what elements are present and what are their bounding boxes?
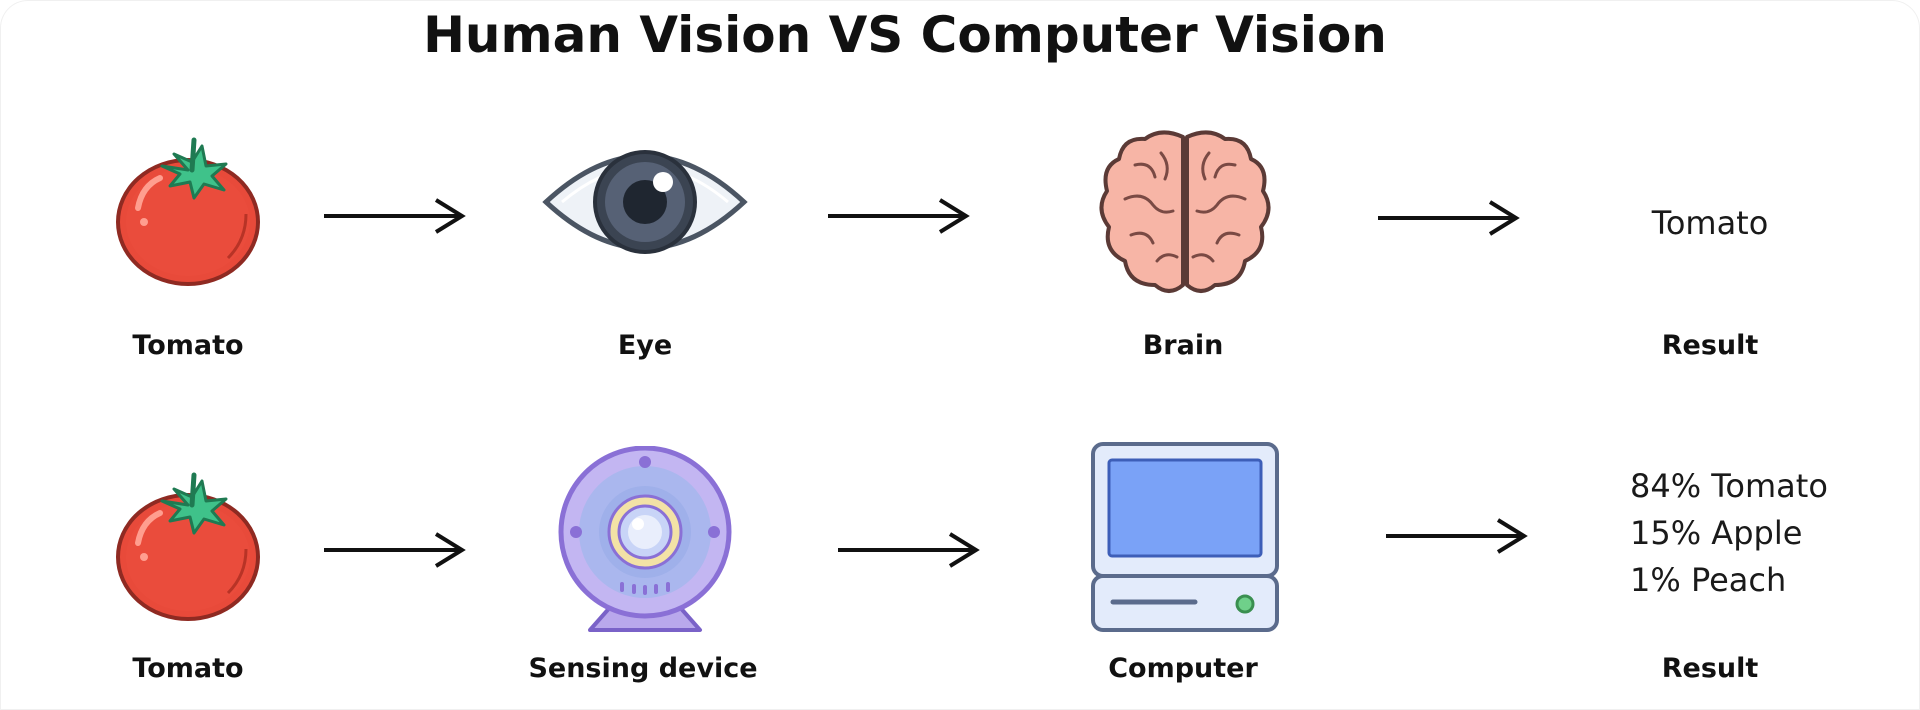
- result-line: 15% Apple: [1630, 514, 1803, 552]
- page-title: Human Vision VS Computer Vision: [423, 6, 1387, 64]
- arrow-right-icon: [324, 198, 466, 234]
- computer-step-sensing-device-label: Sensing device: [528, 653, 758, 684]
- computer-result-list: 84% Tomato 15% Apple 1% Peach: [1630, 463, 1828, 604]
- arrow-right-icon: [838, 532, 980, 568]
- arrow-right-icon: [1386, 518, 1528, 554]
- computer-step-computer-label: Computer: [1108, 653, 1258, 684]
- arrow-right-icon: [828, 198, 970, 234]
- computer-step-tomato-label: Tomato: [132, 653, 244, 684]
- human-step-brain-label: Brain: [1142, 330, 1224, 361]
- arrow-right-icon: [1378, 200, 1520, 236]
- brain-icon: [1095, 125, 1275, 300]
- human-step-tomato-label: Tomato: [132, 330, 244, 361]
- human-step-eye-label: Eye: [617, 330, 673, 361]
- computer-icon: [1085, 440, 1285, 635]
- human-result-value: Tomato: [1651, 204, 1769, 242]
- result-line: 84% Tomato: [1630, 467, 1828, 505]
- human-step-result-label: Result: [1661, 330, 1759, 361]
- computer-step-result-label: Result: [1661, 653, 1759, 684]
- webcam-icon: [550, 446, 740, 636]
- tomato-icon: [105, 465, 270, 625]
- result-line: 1% Peach: [1630, 561, 1787, 599]
- tomato-icon: [105, 130, 270, 290]
- eye-icon: [540, 130, 750, 275]
- arrow-right-icon: [324, 532, 466, 568]
